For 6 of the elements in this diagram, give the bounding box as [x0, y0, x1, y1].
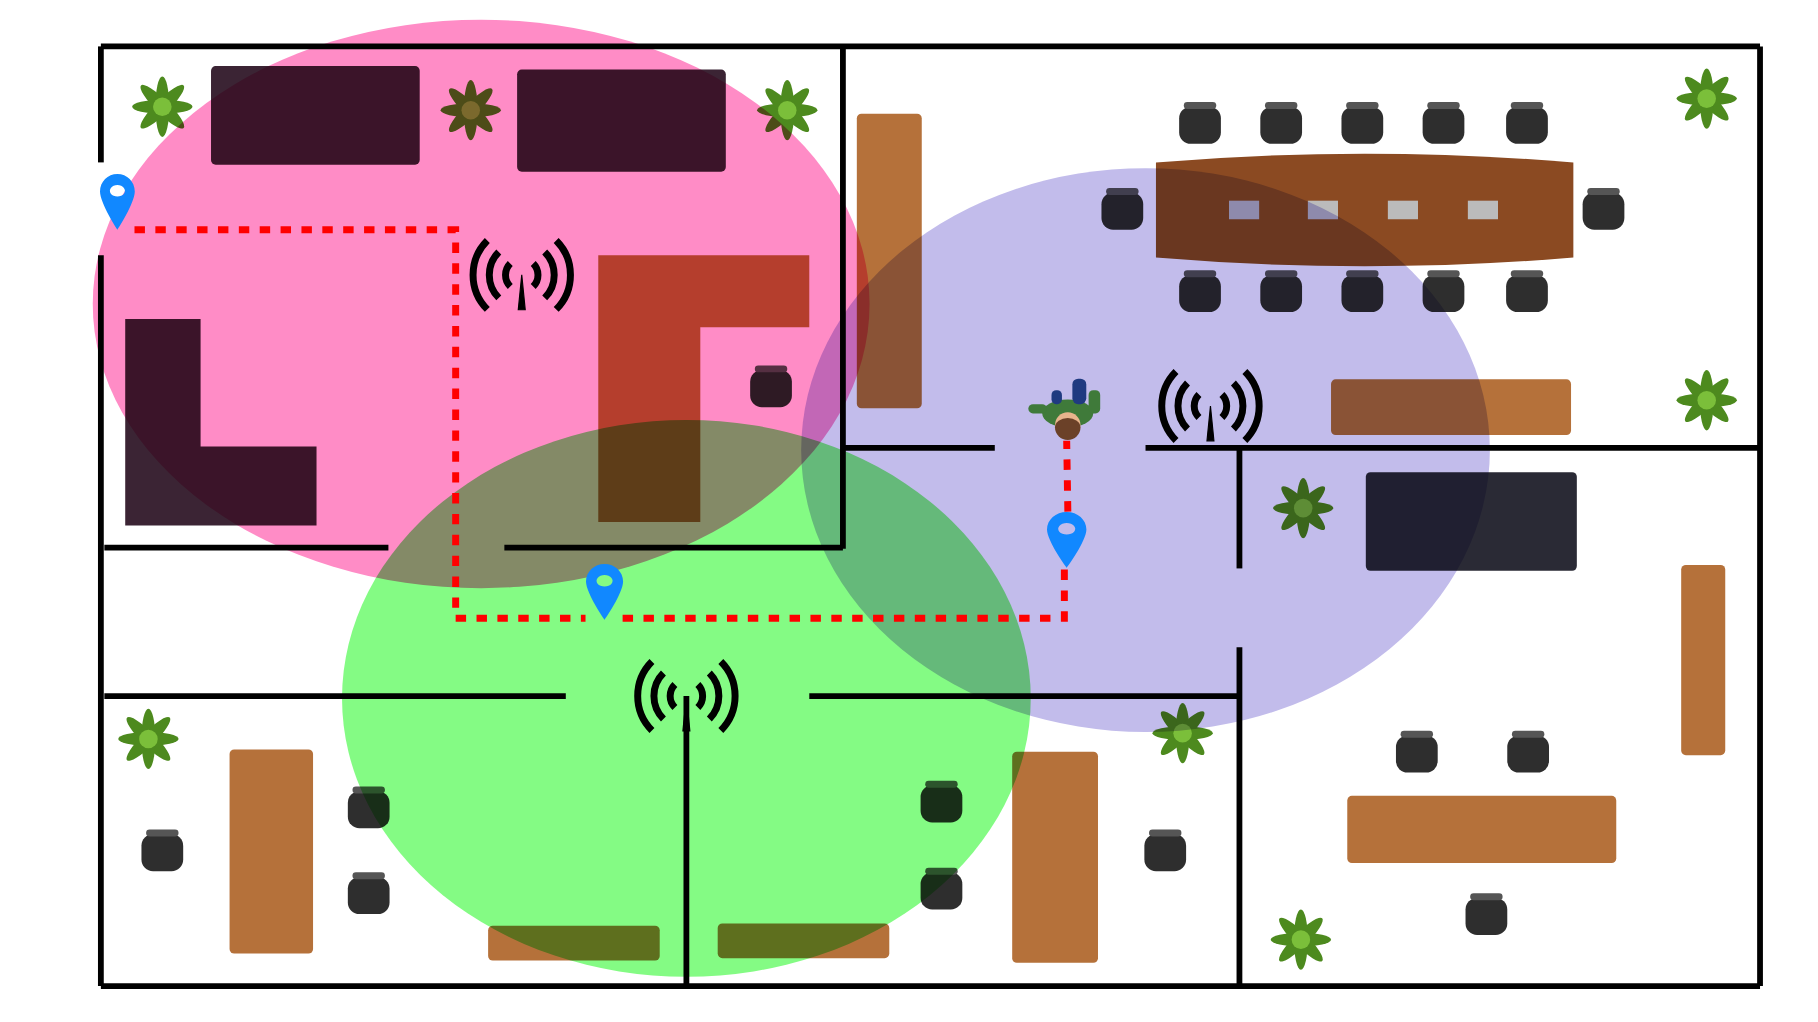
dotted-route-line — [134, 226, 586, 622]
location-pin — [1046, 511, 1087, 568]
location-pin — [99, 174, 135, 230]
location-pin — [585, 563, 623, 620]
dotted-route-line — [1063, 440, 1072, 512]
dotted-route-line — [622, 567, 1068, 622]
